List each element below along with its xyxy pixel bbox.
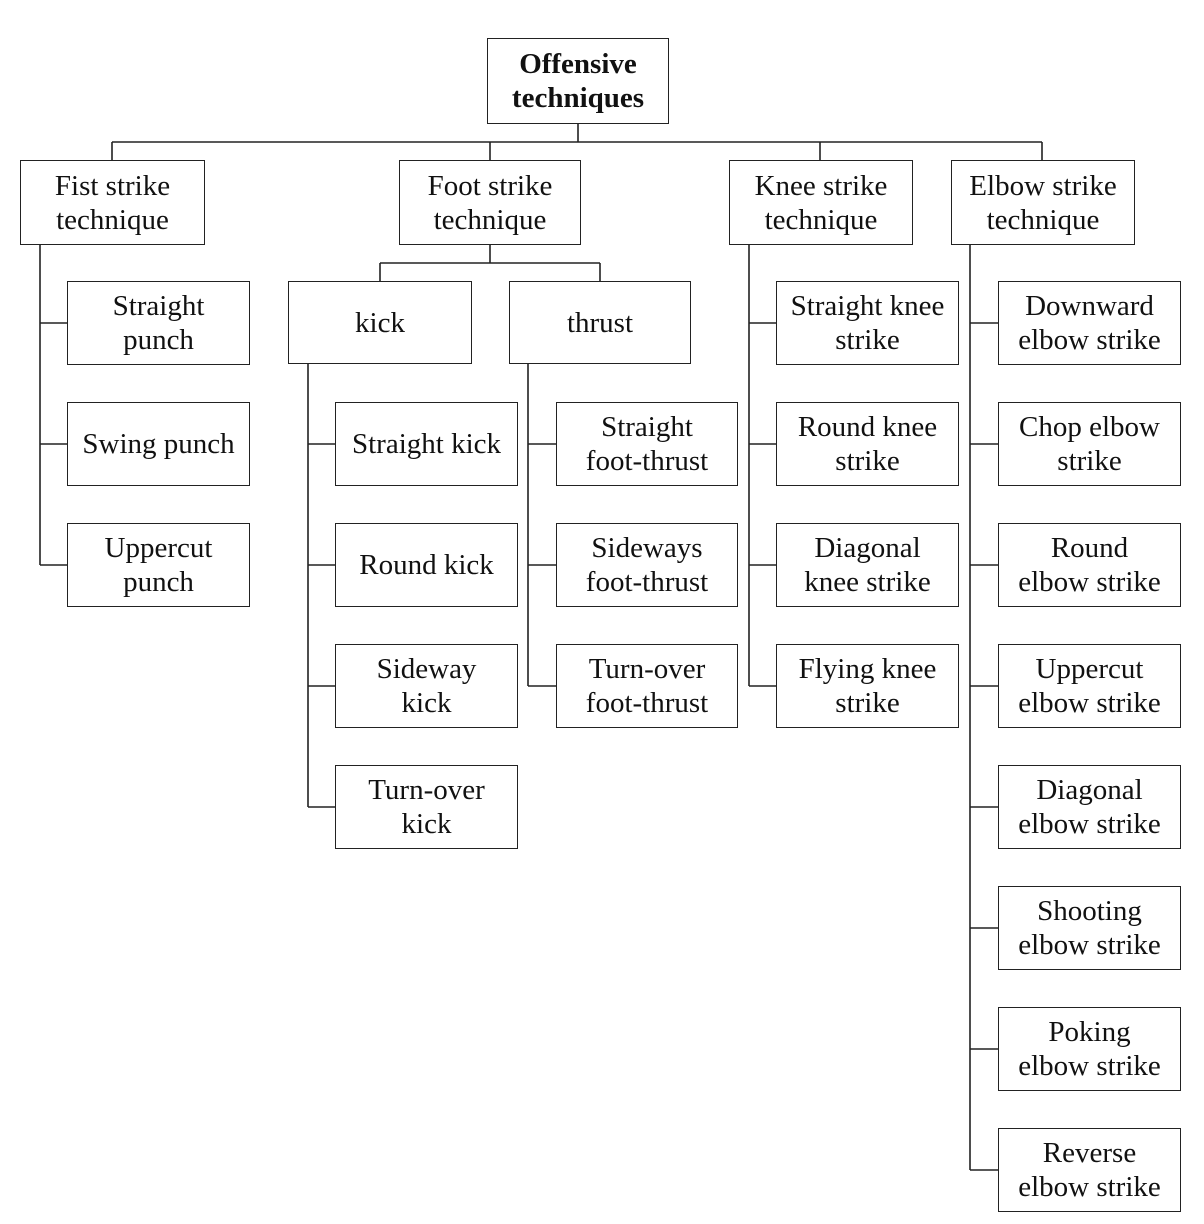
category-knee: Knee strike technique: [729, 160, 913, 245]
leaf-label: Diagonal elbow strike: [1018, 774, 1161, 840]
leaf-label: Sideway kick: [376, 653, 477, 719]
leaf-label: Flying knee strike: [798, 653, 937, 719]
leaf-label: Uppercut punch: [104, 532, 213, 598]
leaf-label: Sideways foot-thrust: [585, 532, 709, 598]
category-fist: Fist strike technique: [20, 160, 205, 245]
leaf-label: Chop elbow strike: [1019, 411, 1160, 477]
root-node: Offensive techniques: [487, 38, 669, 124]
leaf-node: Diagonal knee strike: [776, 523, 959, 607]
leaf-label: Straight punch: [112, 290, 205, 356]
leaf-label: Poking elbow strike: [1018, 1016, 1161, 1082]
leaf-label: Swing punch: [82, 428, 235, 460]
leaf-label: Uppercut elbow strike: [1018, 653, 1161, 719]
category-fist-label: Fist strike technique: [54, 169, 171, 236]
leaf-node: Round elbow strike: [998, 523, 1181, 607]
leaf-label: Turn-over kick: [368, 774, 485, 840]
leaf-node: Chop elbow strike: [998, 402, 1181, 486]
group-kick-label: kick: [355, 306, 405, 339]
category-elbow: Elbow strike technique: [951, 160, 1135, 245]
group-thrust-label: thrust: [566, 306, 634, 339]
leaf-node: Uppercut elbow strike: [998, 644, 1181, 728]
category-foot-label: Foot strike technique: [427, 169, 553, 236]
leaf-node: Sideways foot-thrust: [556, 523, 738, 607]
leaf-label: Diagonal knee strike: [804, 532, 931, 598]
leaf-label: Straight knee strike: [790, 290, 945, 356]
leaf-node: Downward elbow strike: [998, 281, 1181, 365]
root-label: Offensive techniques: [511, 48, 645, 114]
leaf-node: Sideway kick: [335, 644, 518, 728]
leaf-node: Shooting elbow strike: [998, 886, 1181, 970]
leaf-label: Straight kick: [351, 428, 501, 460]
leaf-node: Poking elbow strike: [998, 1007, 1181, 1091]
leaf-node: Flying knee strike: [776, 644, 959, 728]
category-elbow-label: Elbow strike technique: [969, 169, 1117, 236]
group-thrust: thrust: [509, 281, 691, 364]
leaf-node: Swing punch: [67, 402, 250, 486]
leaf-label: Downward elbow strike: [1018, 290, 1161, 356]
leaf-node: Straight punch: [67, 281, 250, 365]
leaf-node: Straight kick: [335, 402, 518, 486]
leaf-node: Uppercut punch: [67, 523, 250, 607]
leaf-node: Round knee strike: [776, 402, 959, 486]
leaf-node: Straight foot-thrust: [556, 402, 738, 486]
leaf-label: Reverse elbow strike: [1018, 1137, 1161, 1203]
leaf-node: Round kick: [335, 523, 518, 607]
leaf-label: Round kick: [359, 549, 494, 581]
leaf-label: Straight foot-thrust: [585, 411, 709, 477]
leaf-label: Round knee strike: [797, 411, 938, 477]
leaf-node: Diagonal elbow strike: [998, 765, 1181, 849]
leaf-node: Turn-over kick: [335, 765, 518, 849]
leaf-label: Turn-over foot-thrust: [585, 653, 709, 719]
leaf-node: Straight knee strike: [776, 281, 959, 365]
leaf-label: Shooting elbow strike: [1018, 895, 1161, 961]
category-knee-label: Knee strike technique: [754, 169, 888, 236]
group-kick: kick: [288, 281, 472, 364]
leaf-node: Turn-over foot-thrust: [556, 644, 738, 728]
leaf-node: Reverse elbow strike: [998, 1128, 1181, 1212]
leaf-label: Round elbow strike: [1018, 532, 1161, 598]
category-foot: Foot strike technique: [399, 160, 581, 245]
